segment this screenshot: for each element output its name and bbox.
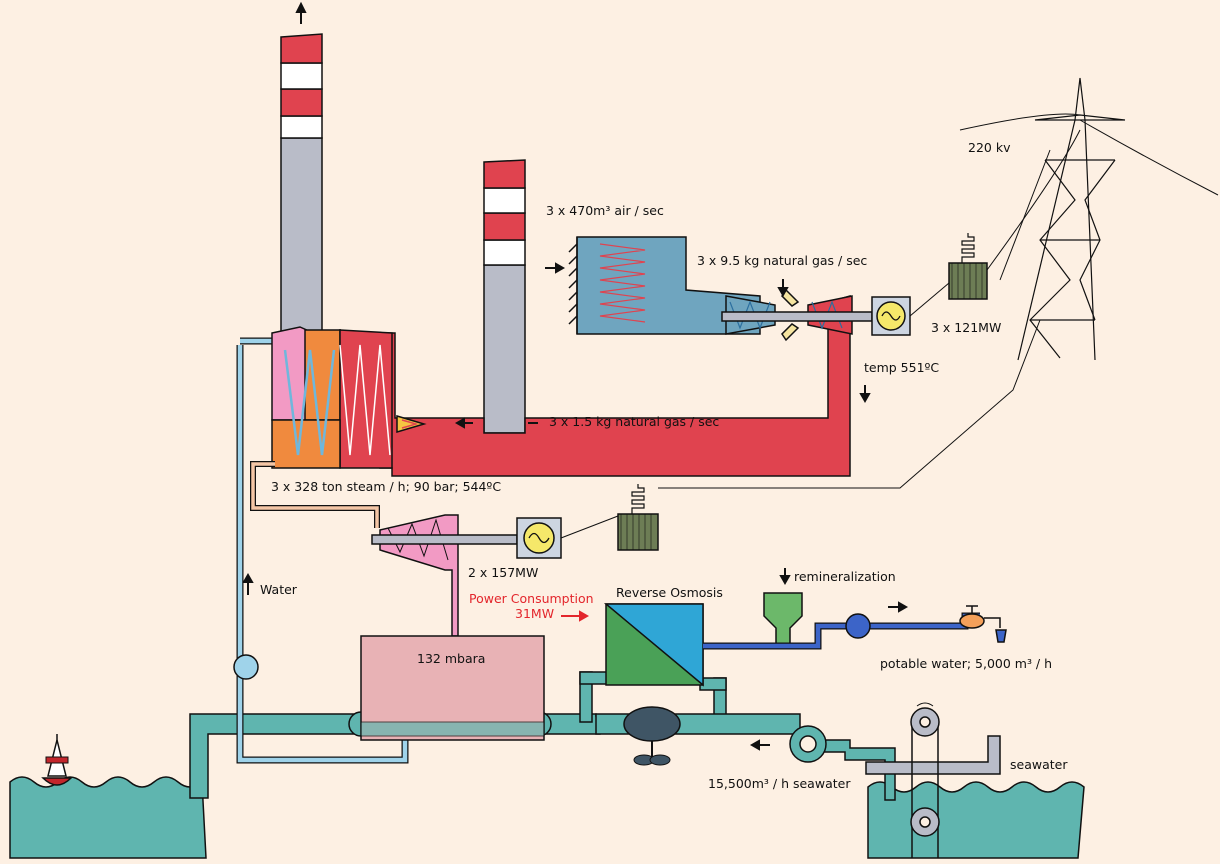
- exhaust-duct: [379, 295, 851, 477]
- potable-water-pipe: [703, 612, 980, 650]
- feedwater-pump-icon: [233, 654, 259, 680]
- gas-turbine-fuel-label: 3 x 9.5 kg natural gas / sec: [697, 253, 868, 268]
- main-chimney: [280, 33, 323, 341]
- water-label: Water: [260, 582, 297, 597]
- circulation-pump-icon: [623, 706, 681, 766]
- burner-fuel-label: 3 x 1.5 kg natural gas / sec: [549, 414, 720, 429]
- steam-turbine-transformer-icon: [617, 484, 659, 551]
- condenser-pressure-label: 132 mbara: [417, 651, 486, 666]
- pylon-icon: [1017, 77, 1126, 361]
- air-compressor: [568, 236, 761, 335]
- remineralization-hopper: [763, 592, 803, 649]
- air-in-arrow-icon: [545, 262, 566, 274]
- power-consumption-label: Power Consumption: [469, 591, 594, 606]
- remineralization-arrow-icon: [779, 568, 791, 586]
- steam-label: 3 x 328 ton steam / h; 90 bar; 544ºC: [271, 479, 502, 494]
- steam-turbine-power-label: 2 x 157MW: [468, 565, 539, 580]
- gas-in-arrow-icon: [777, 279, 789, 298]
- buoy-icon: [41, 734, 73, 786]
- flow-arrows: [242, 1, 909, 751]
- duct-burner-icon: [396, 414, 427, 434]
- sea-right: [867, 781, 1085, 859]
- potable-flow-arrow-icon: [888, 601, 909, 613]
- seawater-pump-icon: [789, 725, 827, 763]
- seawater-intake: [865, 702, 1001, 858]
- power-lines: [658, 113, 1219, 489]
- reverse-osmosis-label: Reverse Osmosis: [616, 585, 723, 600]
- reverse-osmosis-unit: [603, 603, 704, 687]
- seawater-label: seawater: [1010, 757, 1068, 772]
- potable-water-label: potable water; 5,000 m³ / h: [880, 656, 1053, 671]
- steam-pipe: [250, 461, 380, 528]
- air-flow-label: 3 x 470m³ air / sec: [546, 203, 664, 218]
- bypass-chimney: [483, 159, 526, 434]
- gt-generator-cable: [909, 282, 950, 317]
- seawater-flow-label: 15,500m³ / h seawater: [708, 776, 851, 791]
- power-consumption-value: 31MW: [515, 606, 555, 621]
- st-generator-cable: [560, 515, 619, 539]
- gas-turbine-transformer-icon: [948, 233, 988, 300]
- burner-gas-arrow-icon: [454, 417, 473, 429]
- power-consumption-arrow-icon: [561, 610, 590, 622]
- gas-turbine-generator-icon: [871, 296, 911, 336]
- exhaust-temp-label: temp 551ºC: [864, 360, 940, 375]
- chimney-exhaust-arrow-icon: [295, 1, 307, 24]
- tap-icon: [959, 605, 1007, 643]
- hrsg: [271, 326, 393, 469]
- water-up-arrow-icon: [242, 572, 254, 595]
- gas-turbine: [721, 288, 873, 342]
- seawater-flow-arrow-icon: [749, 739, 770, 751]
- grid-voltage-label: 220 kv: [968, 140, 1011, 155]
- sea-left: [9, 776, 207, 859]
- gas-turbine-power-label: 3 x 121MW: [931, 320, 1002, 335]
- exhaust-down-arrow-icon: [859, 385, 871, 404]
- steam-turbine-generator-icon: [516, 517, 562, 559]
- remineralization-label: remineralization: [794, 569, 896, 584]
